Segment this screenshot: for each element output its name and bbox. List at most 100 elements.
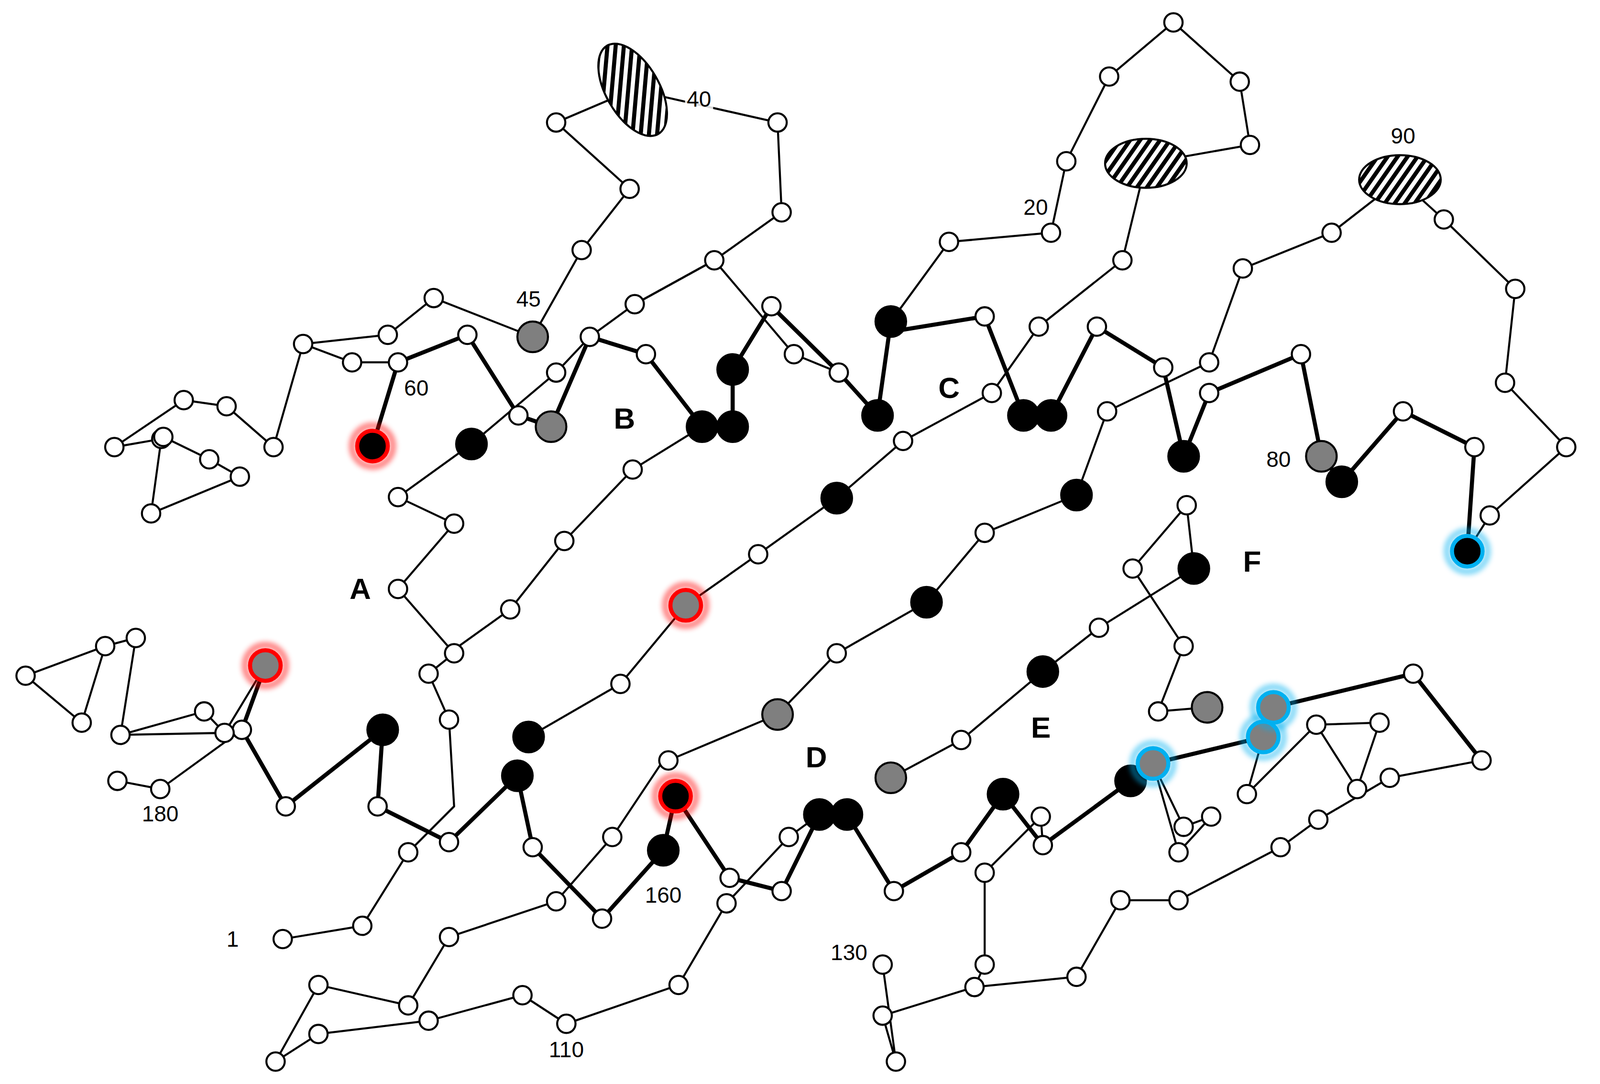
residue [501, 600, 520, 619]
glycosylation-site [1358, 154, 1441, 204]
residue [388, 487, 407, 506]
marked-residue [502, 760, 533, 791]
residue [151, 779, 170, 798]
residue [1347, 779, 1367, 798]
highlight-glow [351, 425, 393, 467]
marked-residue [762, 699, 793, 730]
residue [1403, 664, 1423, 683]
marked-residue [804, 799, 835, 830]
highlighted-residue [660, 780, 691, 811]
residue [1089, 618, 1108, 637]
residue [419, 1011, 438, 1030]
marked-residue [875, 306, 907, 337]
residue [547, 113, 566, 132]
residue-number: 160 [643, 882, 684, 907]
marked-residue [1326, 466, 1358, 497]
residue [1087, 317, 1107, 336]
residue [827, 643, 846, 662]
residue-number: 130 [828, 940, 870, 965]
residue [975, 954, 994, 974]
residue [1177, 495, 1196, 515]
residue [1164, 13, 1183, 32]
marked-residue [911, 586, 943, 618]
residue [592, 909, 612, 928]
backbone-trace [303, 89, 782, 344]
residue [439, 832, 459, 851]
residue [1380, 768, 1399, 787]
residue [398, 842, 417, 861]
residue [829, 363, 848, 382]
residue [779, 827, 798, 846]
marked-residue [647, 834, 679, 866]
marked-residue [1061, 479, 1092, 511]
highlight-glow [655, 775, 696, 817]
residue [547, 363, 566, 382]
residue [768, 113, 787, 132]
residue [368, 796, 387, 815]
marked-residue [875, 762, 907, 793]
residue-number: 40 [684, 87, 713, 111]
residue [72, 712, 91, 732]
residue [873, 954, 892, 974]
residue [513, 985, 532, 1004]
residue [1322, 223, 1341, 242]
residue [1123, 558, 1142, 578]
backbone-trace [528, 22, 1250, 737]
residue-number: 110 [547, 1037, 586, 1062]
residue [1199, 352, 1218, 372]
residue [126, 628, 145, 647]
residue [174, 390, 193, 409]
residue [1169, 890, 1188, 910]
residue [352, 916, 372, 935]
residue [232, 720, 252, 739]
residue [153, 427, 173, 446]
residue [659, 750, 678, 769]
residue [886, 1052, 905, 1071]
residue [439, 710, 459, 729]
highlight-glow [665, 584, 706, 626]
backbone-trace [372, 306, 1475, 551]
residue [199, 449, 219, 469]
strand-letter: E [1029, 711, 1053, 744]
residue [1199, 383, 1218, 402]
marked-residue [513, 721, 544, 753]
residue [458, 325, 477, 344]
backbone-trace [449, 426, 702, 654]
residue [705, 251, 724, 270]
marked-residue [1027, 656, 1059, 687]
marked-residue [456, 428, 487, 460]
residue [509, 405, 528, 425]
residue [939, 232, 958, 251]
residue [1169, 842, 1188, 861]
residue [1393, 402, 1413, 421]
residue [623, 460, 642, 479]
backbone-trace [668, 179, 1567, 761]
marked-residue [1305, 440, 1337, 472]
marked-residue [862, 399, 893, 431]
residue [398, 996, 417, 1015]
residue [1113, 251, 1132, 270]
residue [1153, 358, 1173, 377]
marked-residue [987, 778, 1019, 810]
residue [195, 701, 214, 721]
residue [893, 431, 912, 450]
highlighted-residue [1451, 535, 1483, 567]
residue [424, 288, 443, 307]
residue [215, 723, 234, 742]
residue [717, 893, 736, 912]
marked-residue [717, 411, 748, 442]
residue [1291, 344, 1310, 363]
residue [1506, 279, 1525, 298]
residue [388, 579, 407, 598]
backbone-trace [974, 816, 1043, 987]
residue [1495, 373, 1514, 392]
residue [1556, 437, 1576, 456]
residue [748, 544, 768, 563]
residue [1237, 784, 1256, 803]
residue [1057, 152, 1076, 171]
residue [1434, 210, 1453, 229]
residue [444, 514, 463, 533]
residue-number: 45 [514, 286, 543, 311]
residue [602, 827, 622, 846]
